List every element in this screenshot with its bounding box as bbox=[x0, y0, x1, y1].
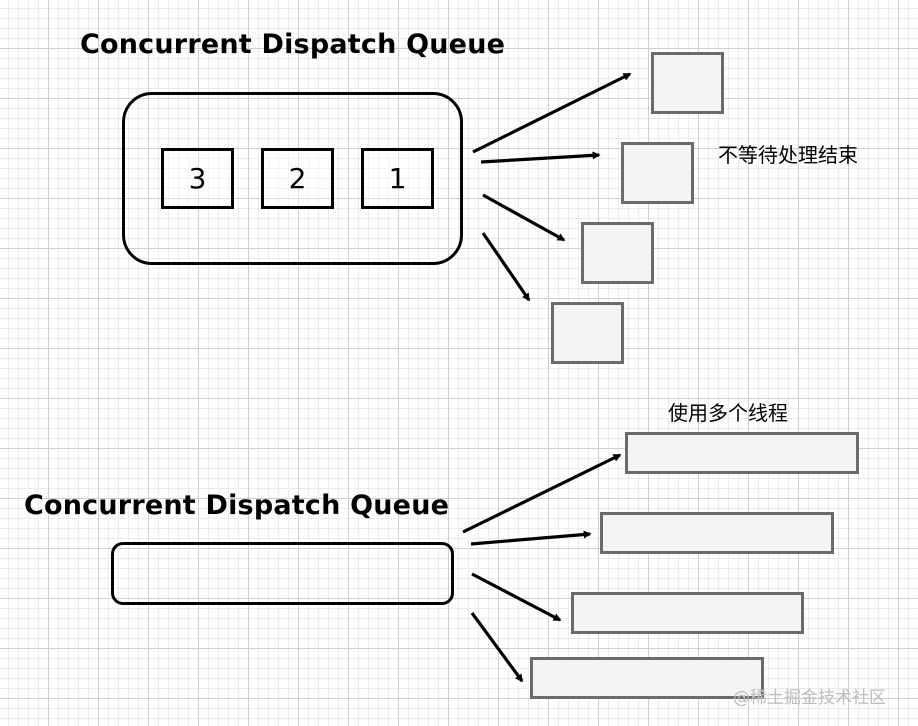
thread-bar-2 bbox=[600, 512, 834, 554]
top-queue-title: Concurrent Dispatch Queue bbox=[80, 29, 506, 60]
arrow-bottom-4 bbox=[470, 612, 524, 683]
top-note-label: 不等待处理结束 bbox=[718, 143, 858, 167]
queue-task-3: 3 bbox=[161, 148, 234, 209]
arrow-bottom-3 bbox=[471, 572, 562, 622]
thread-bar-4 bbox=[530, 657, 764, 699]
top-output-box-1 bbox=[651, 52, 724, 114]
queue-task-1: 1 bbox=[361, 148, 434, 209]
arrow-top-3 bbox=[482, 193, 566, 242]
arrow-top-1 bbox=[472, 72, 632, 154]
top-output-box-3 bbox=[581, 222, 654, 284]
bottom-queue-title: Concurrent Dispatch Queue bbox=[24, 490, 450, 521]
bottom-note-label: 使用多个线程 bbox=[668, 401, 788, 425]
arrow-bottom-1 bbox=[462, 453, 622, 534]
watermark-text: @稀土掘金技术社区 bbox=[733, 688, 886, 708]
top-queue-container bbox=[122, 92, 463, 265]
bottom-queue-container bbox=[111, 542, 454, 605]
thread-bar-1 bbox=[625, 432, 859, 474]
arrow-bottom-2 bbox=[470, 530, 592, 546]
arrow-top-2 bbox=[480, 151, 601, 164]
arrow-top-4 bbox=[481, 232, 531, 302]
queue-task-2: 2 bbox=[261, 148, 334, 209]
thread-bar-3 bbox=[571, 592, 804, 634]
top-output-box-4 bbox=[551, 302, 624, 364]
top-output-box-2 bbox=[621, 142, 694, 204]
